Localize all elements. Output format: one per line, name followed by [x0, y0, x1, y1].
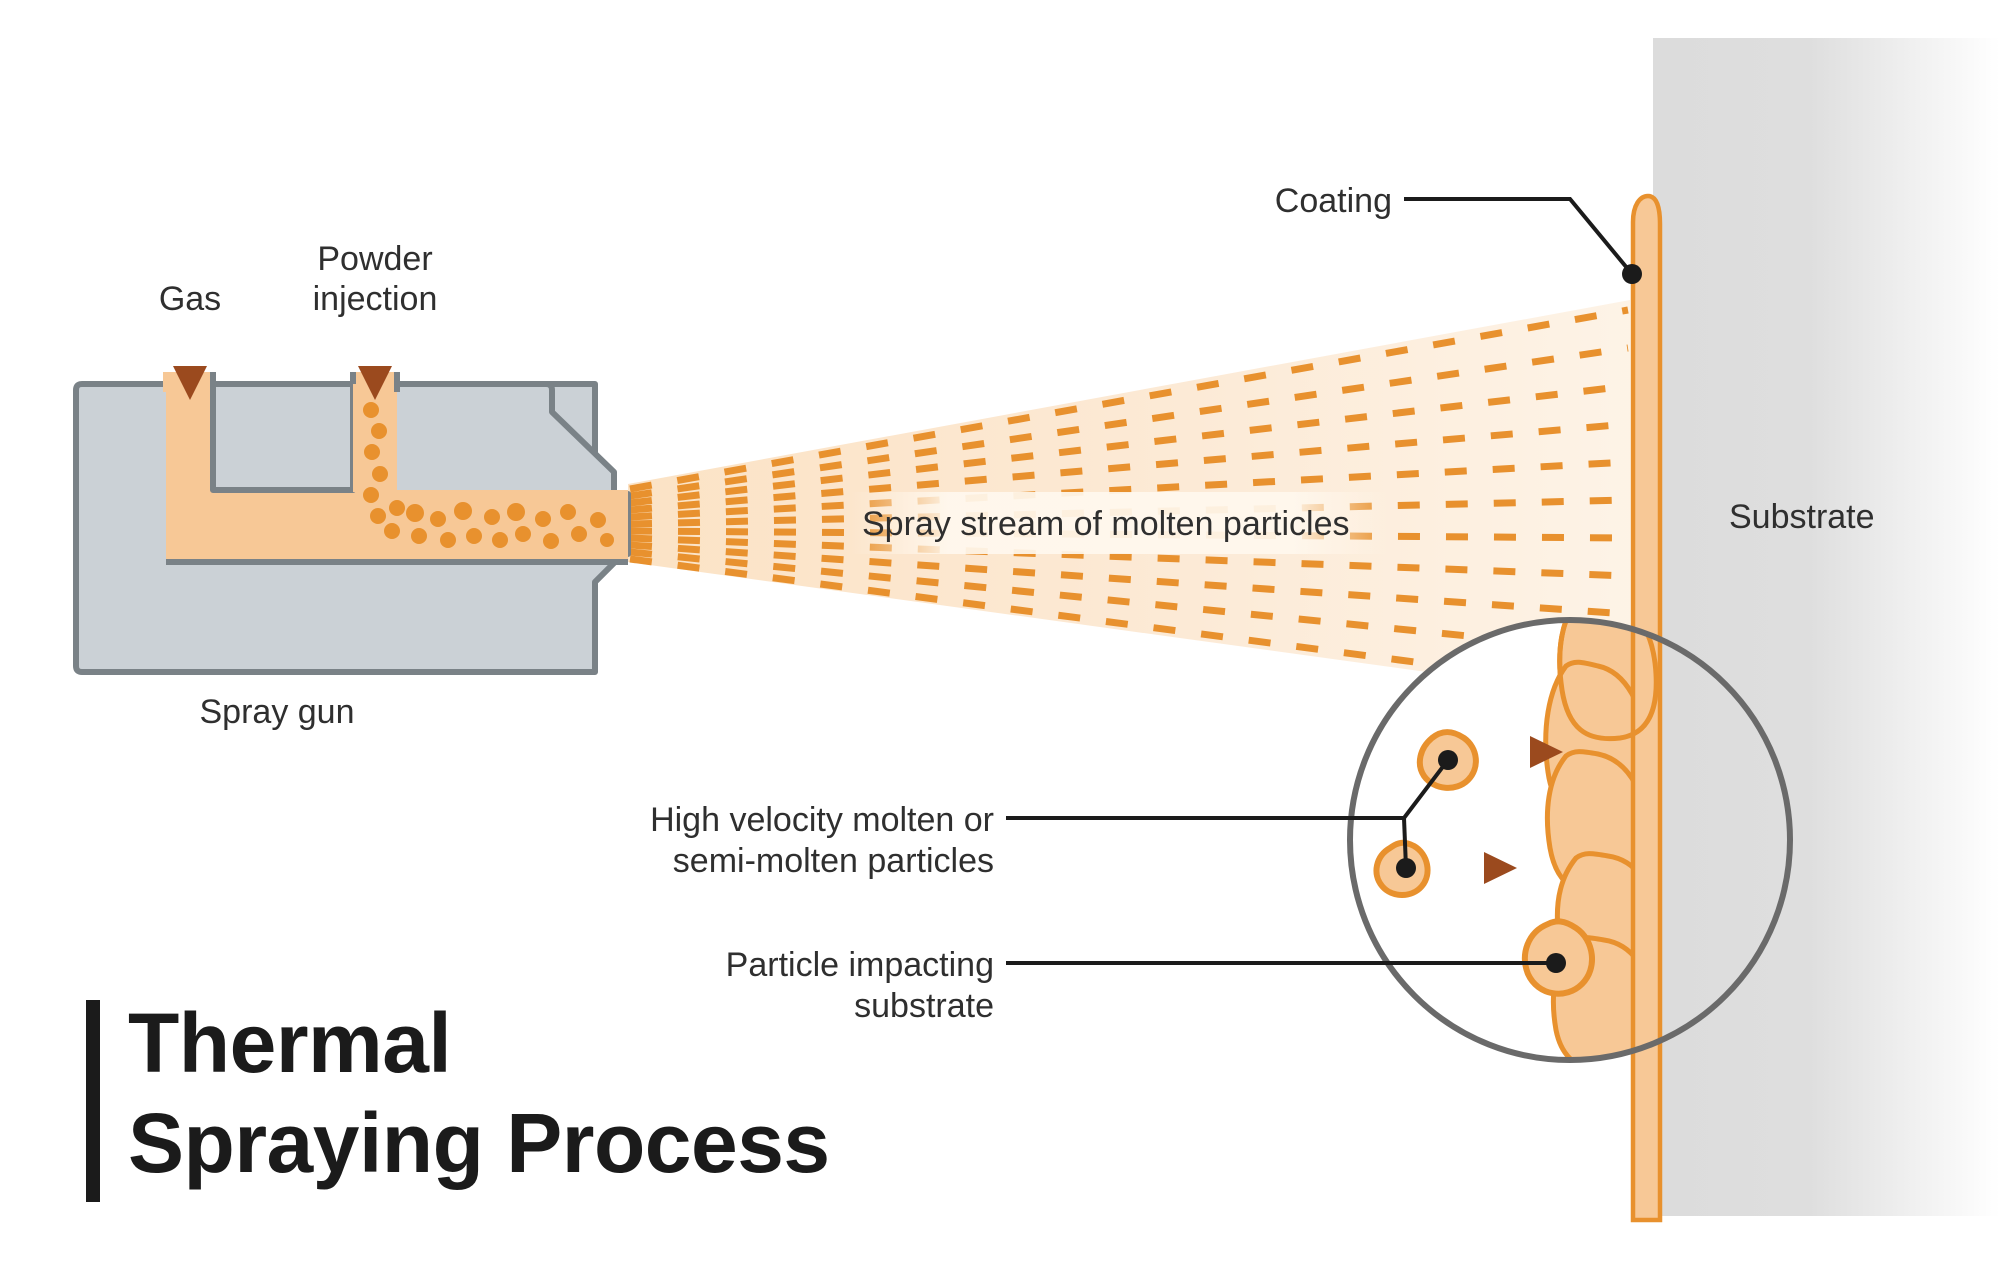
powder-particles-stream: [384, 500, 614, 549]
magnifier-coating-column: [1630, 620, 1663, 1060]
coating-callout: Coating: [1275, 182, 1642, 284]
title-block: Thermal Spraying Process: [86, 996, 830, 1202]
high-velocity-dot-1: [1438, 750, 1458, 770]
high-velocity-callout: High velocity molten or semi-molten part…: [650, 750, 1458, 880]
spray-cone-group: Spray stream of molten particles: [628, 300, 1630, 700]
high-velocity-dot-2: [1396, 858, 1416, 878]
gas-inlet-callout: Gas: [159, 280, 221, 400]
substrate-panel: [1653, 38, 2000, 1216]
high-velocity-label-line2: semi-molten particles: [673, 842, 994, 880]
coating-leader-dot: [1622, 264, 1642, 284]
powder-inlet-arrow-head: [358, 366, 392, 400]
spray-gun-label: Spray gun: [200, 693, 355, 731]
particle-impacting-callout: Particle impacting substrate: [726, 946, 1566, 1025]
gas-label: Gas: [159, 280, 221, 318]
spray-stream-label-halo: [850, 492, 1390, 554]
velocity-arrow-2-head: [1484, 852, 1517, 884]
spray-dash-lines: [629, 306, 1629, 694]
title-accent-bar: [86, 1000, 100, 1202]
powder-label-line1: Powder: [317, 240, 432, 278]
powder-label-line2: injection: [313, 280, 438, 318]
coating-layer: [1630, 193, 1663, 723]
gun-inner-block: [210, 381, 356, 493]
title-line-2: Spraying Process: [128, 1096, 830, 1190]
powder-particles-column: [363, 402, 388, 524]
coating-label: Coating: [1275, 182, 1392, 220]
title-line-1: Thermal: [128, 996, 451, 1090]
gas-inlet-arrow-head: [173, 366, 207, 400]
spray-stream-label: Spray stream of molten particles: [862, 505, 1350, 543]
velocity-arrows: [1452, 736, 1563, 884]
high-velocity-label-line1: High velocity molten or: [650, 801, 994, 839]
substrate-label: Substrate: [1729, 498, 1875, 536]
spray-gun-group: [73, 372, 631, 675]
particle-impacting-label-line2: substrate: [854, 987, 994, 1025]
particle-impacting-label-line1: Particle impacting: [726, 946, 994, 984]
coating-leader-line: [1404, 197, 1634, 276]
powder-inlet-callout: Powder injection: [313, 240, 438, 400]
magnifier-rim: [1347, 617, 1793, 1063]
velocity-arrow-1-head: [1530, 736, 1563, 768]
particle-impacting-dot: [1546, 953, 1566, 973]
substrate-group: [1653, 38, 2000, 1216]
coating-splat-overlay: [1557, 620, 1659, 742]
